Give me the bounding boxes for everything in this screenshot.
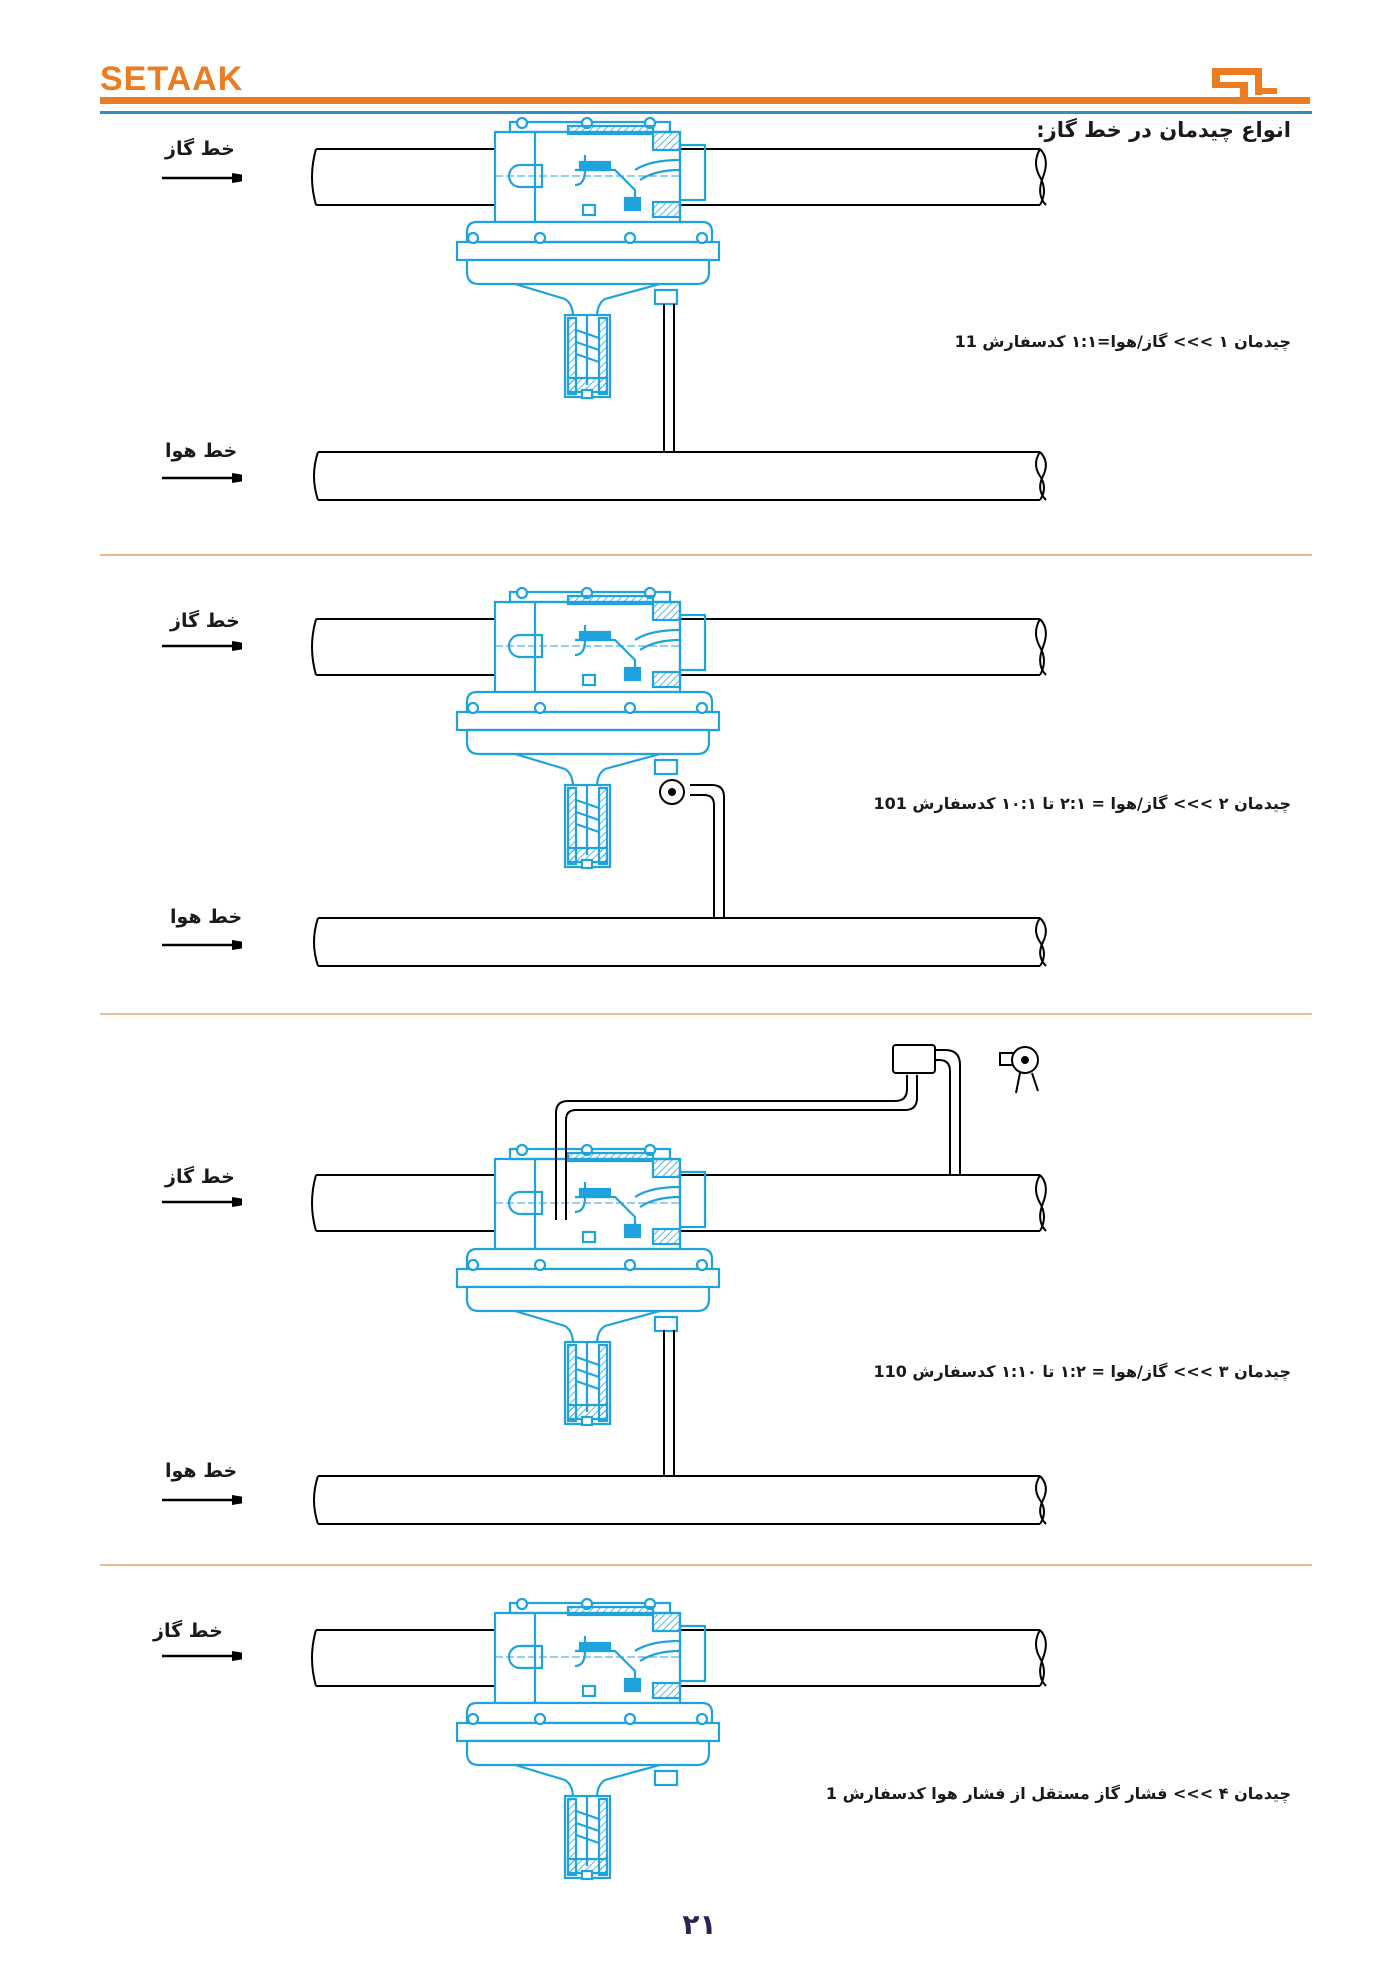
ratio-valve-icon <box>999 1046 1039 1094</box>
gas-line-label: خط گاز <box>153 1620 223 1642</box>
layout-1-diagram <box>162 116 1047 501</box>
gas-line-label: خط گاز <box>170 610 240 632</box>
air-pipe <box>313 1475 1047 1525</box>
impulse-tube <box>663 304 675 452</box>
layout-3-caption: چیدمان ۳ >>> گاز/هوا = ۱:۲ تا ۱:۱۰ کدسفا… <box>873 1362 1291 1381</box>
air-pipe <box>313 451 1047 501</box>
gas-line-label: خط گاز <box>165 138 235 160</box>
gas-line-label: خط گاز <box>165 1166 235 1188</box>
ratio-valve-icon <box>659 779 685 805</box>
impulse-tube <box>663 1330 675 1476</box>
valve-drawing <box>455 586 721 870</box>
air-line-label: خط هوا <box>170 906 243 928</box>
valve-drawing <box>455 116 721 400</box>
layout-2-diagram <box>162 586 1047 967</box>
page-title: انواع چیدمان در خط گاز: <box>1036 118 1291 142</box>
air-line-label: خط هوا <box>165 1460 238 1482</box>
layout-4-caption: چیدمان ۴ >>> فشار گاز مستقل از فشار هوا … <box>825 1784 1291 1803</box>
top-impulse-tube <box>555 1075 918 1220</box>
impulse-tube <box>690 784 725 918</box>
valve-drawing <box>455 1597 721 1881</box>
pressure-fitting-icon <box>892 1044 936 1074</box>
layout-3-diagram <box>162 1044 1047 1525</box>
page-number: ۲۱ <box>682 1908 717 1941</box>
layout-4-diagram <box>162 1597 1047 1881</box>
setaak-emblem <box>1212 68 1310 104</box>
layout-1-caption: چیدمان ۱ >>> گاز/هوا=۱:۱ کدسفارش 11 <box>954 332 1291 351</box>
valve-drawing <box>455 1143 721 1427</box>
header-orange-rule <box>100 97 1310 104</box>
brand-logo: SETAAK <box>100 60 244 98</box>
air-pipe <box>313 917 1047 967</box>
air-line-label: خط هوا <box>165 440 238 462</box>
header-blue-rule <box>100 111 1312 114</box>
layout-2-caption: چیدمان ۲ >>> گاز/هوا = ۲:۱ تا ۱۰:۱ کدسفا… <box>873 794 1291 813</box>
